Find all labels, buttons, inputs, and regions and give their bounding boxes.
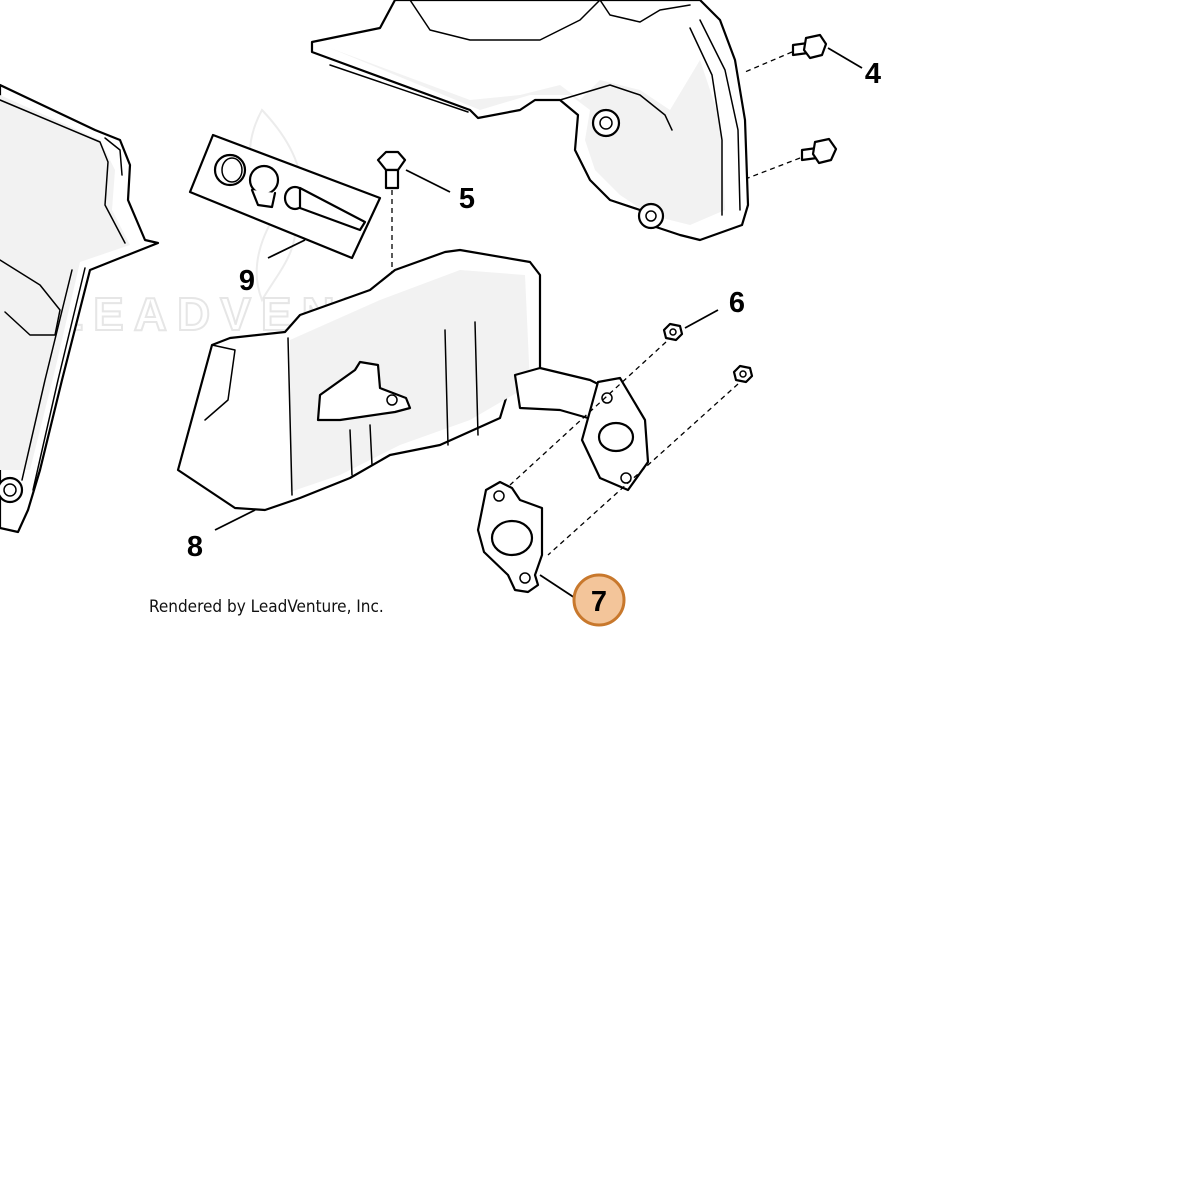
svg-text:6: 6 (729, 287, 745, 319)
screw-part-4 (744, 33, 863, 179)
callout-5[interactable]: 5 (459, 183, 475, 215)
svg-text:5: 5 (459, 183, 475, 215)
engine-shroud-left (0, 83, 160, 534)
heat-shield (310, 0, 750, 242)
callout-6[interactable]: 6 (729, 287, 745, 319)
svg-text:8: 8 (187, 531, 203, 563)
svg-text:9: 9 (239, 265, 255, 297)
muffler-part-8 (176, 248, 650, 531)
callout-4[interactable]: 4 (865, 58, 881, 90)
nut-part-6 (509, 309, 754, 556)
render-credit: Rendered by LeadVenture, Inc. (149, 597, 384, 617)
callout-7-highlight-circle (572, 573, 626, 627)
svg-text:7: 7 (591, 586, 607, 618)
svg-text:4: 4 (865, 58, 881, 90)
gasket-part-7 (476, 480, 576, 599)
clamp-kit-part-9 (188, 133, 382, 260)
callout-8[interactable]: 8 (187, 531, 203, 563)
callout-9[interactable]: 9 (239, 265, 255, 297)
callout-7-highlighted[interactable]: 7 (572, 573, 626, 627)
